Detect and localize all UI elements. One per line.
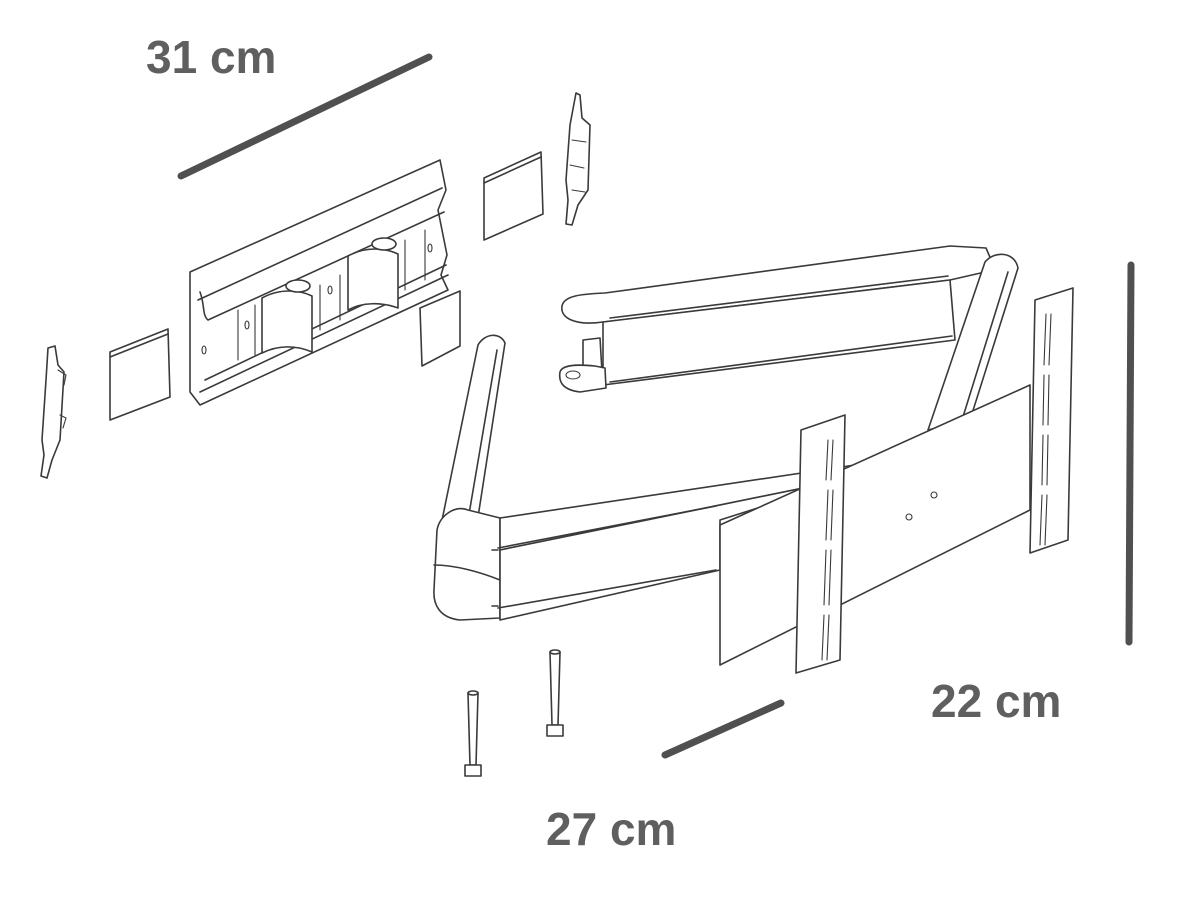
dimension-label-height: 22 cm	[931, 675, 1062, 727]
dimension-line-depth	[661, 699, 785, 759]
side-clip-right	[565, 92, 591, 226]
side-clip-left	[40, 345, 67, 479]
dimension-label-depth: 27 cm	[546, 803, 677, 855]
vesa-bracket-front	[795, 414, 846, 674]
vesa-bracket-rear	[1029, 287, 1074, 554]
dimension-line-height	[1125, 261, 1135, 646]
bolt-2	[546, 649, 564, 737]
bolt-1	[464, 690, 482, 777]
wall-plate	[189, 159, 449, 406]
upper-arm	[558, 245, 993, 393]
cover-cap-2	[419, 290, 461, 367]
cover-cap-1	[109, 328, 171, 421]
cover-cap-3	[483, 151, 544, 241]
dimension-line-width	[177, 53, 433, 180]
dimension-label-width: 31 cm	[146, 31, 277, 83]
elbow-arm-right	[927, 253, 1019, 431]
mounting-plate	[719, 384, 1031, 666]
